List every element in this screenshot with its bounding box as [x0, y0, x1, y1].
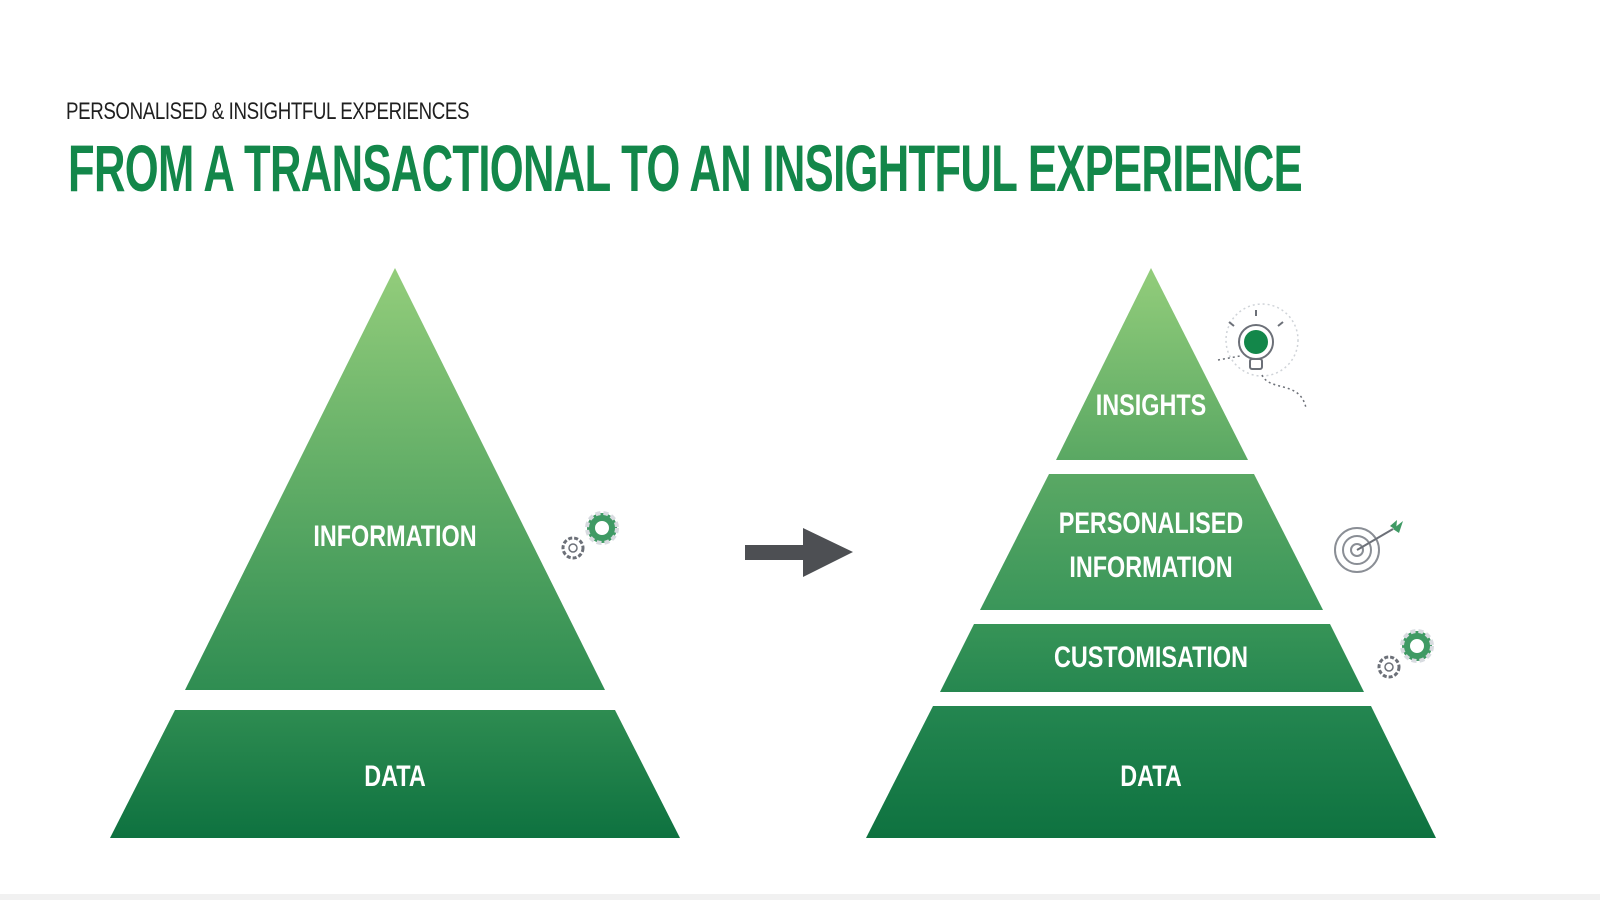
- left-data-label: DATA: [364, 759, 425, 792]
- right-tier-personalised-information: [980, 474, 1323, 610]
- arrow-right-icon: [745, 528, 853, 577]
- right-data-label: DATA: [1120, 759, 1181, 792]
- slide-title: FROM A TRANSACTIONAL TO AN INSIGHTFUL EX…: [68, 131, 1303, 205]
- right-tier-customisation: [940, 624, 1364, 692]
- gears-icon: [1377, 629, 1434, 679]
- right-customisation-label: CUSTOMISATION: [1054, 640, 1248, 673]
- target-icon: [1334, 520, 1403, 573]
- left-pyramid-bottom-tier: [110, 710, 680, 838]
- left-pyramid-top-tier: [185, 268, 605, 690]
- bottom-border: [0, 894, 1600, 900]
- right-tier-data: [866, 706, 1436, 838]
- right-tier-insights: [1056, 268, 1248, 460]
- left-information-label: INFORMATION: [313, 519, 476, 552]
- gears-icon: [561, 511, 619, 560]
- left-pyramid: INFORMATION DATA: [110, 268, 680, 838]
- lightbulb-icon: [1217, 303, 1307, 409]
- right-personalised-label: PERSONALISED: [1059, 506, 1244, 539]
- right-pyramid: INSIGHTS PERSONALISED INFORMATION CUSTOM…: [866, 268, 1436, 838]
- right-insights-label: INSIGHTS: [1096, 388, 1206, 421]
- slide-subtitle: PERSONALISED & INSIGHTFUL EXPERIENCES: [66, 98, 470, 125]
- right-information-label: INFORMATION: [1069, 550, 1232, 583]
